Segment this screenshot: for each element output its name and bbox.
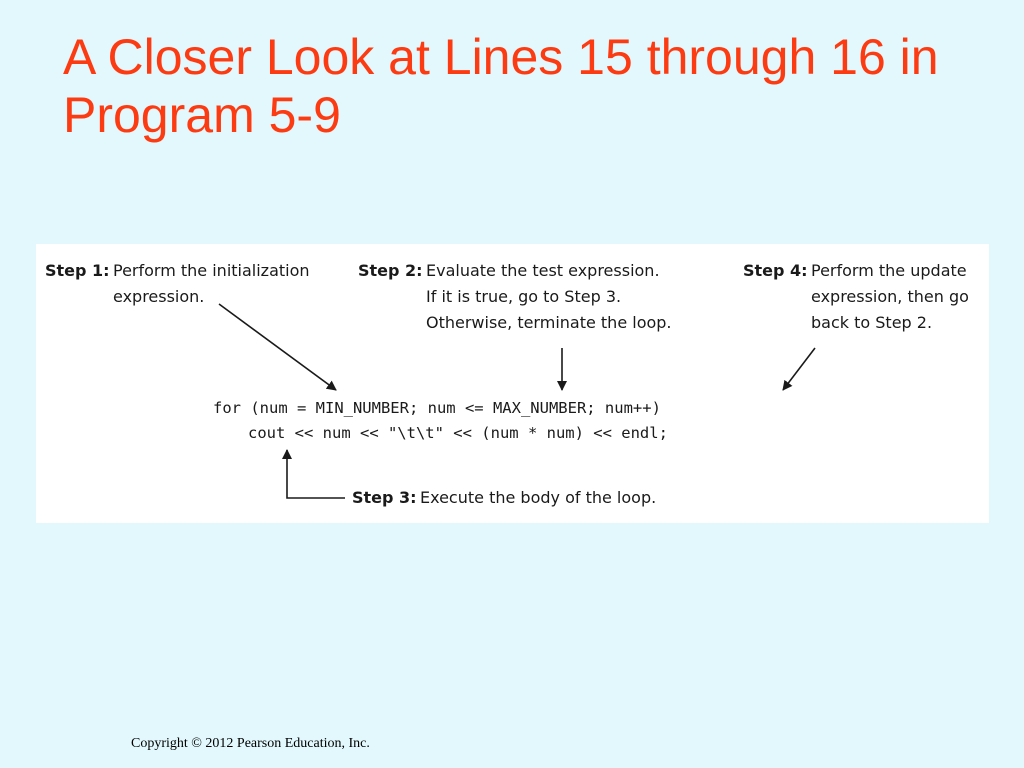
step-1-arrow [218, 303, 337, 391]
step-1-label: Step 1: [45, 261, 110, 280]
step-3-label: Step 3: [352, 488, 417, 507]
for-loop-diagram: Step 1: Perform the initialization expre… [36, 244, 989, 523]
code-line-loop-body: cout << num << "\t\t" << (num * num) << … [248, 424, 668, 442]
step-1-description: Perform the initialization expression. [113, 258, 310, 310]
step-4-line-2: expression, then go [811, 287, 969, 306]
step-2-line-1: Evaluate the test expression. [426, 261, 660, 280]
slide-title: A Closer Look at Lines 15 through 16 in … [63, 29, 939, 143]
step-3-description: Execute the body of the loop. [420, 485, 656, 511]
step-4-label: Step 4: [743, 261, 808, 280]
step-2-description: Evaluate the test expression. If it is t… [426, 258, 672, 336]
code-line-for-header: for (num = MIN_NUMBER; num <= MAX_NUMBER… [213, 399, 661, 417]
step-4-line-3: back to Step 2. [811, 313, 933, 332]
step-4-line-1: Perform the update [811, 261, 967, 280]
step-3-line-1: Execute the body of the loop. [420, 488, 657, 507]
callout-arrows [218, 303, 816, 499]
step-1-line-1: Perform the initialization [113, 261, 310, 280]
step-3-arrow [282, 449, 345, 499]
step-4-arrow [782, 347, 816, 391]
step-2-label: Step 2: [358, 261, 423, 280]
step-2-line-3: Otherwise, terminate the loop. [426, 313, 672, 332]
step-2-line-2: If it is true, go to Step 3. [426, 287, 622, 306]
step-1-line-2: expression. [113, 287, 205, 306]
step-4-description: Perform the update expression, then go b… [811, 258, 969, 336]
copyright-footer: Copyright © 2012 Pearson Education, Inc. [131, 736, 370, 751]
